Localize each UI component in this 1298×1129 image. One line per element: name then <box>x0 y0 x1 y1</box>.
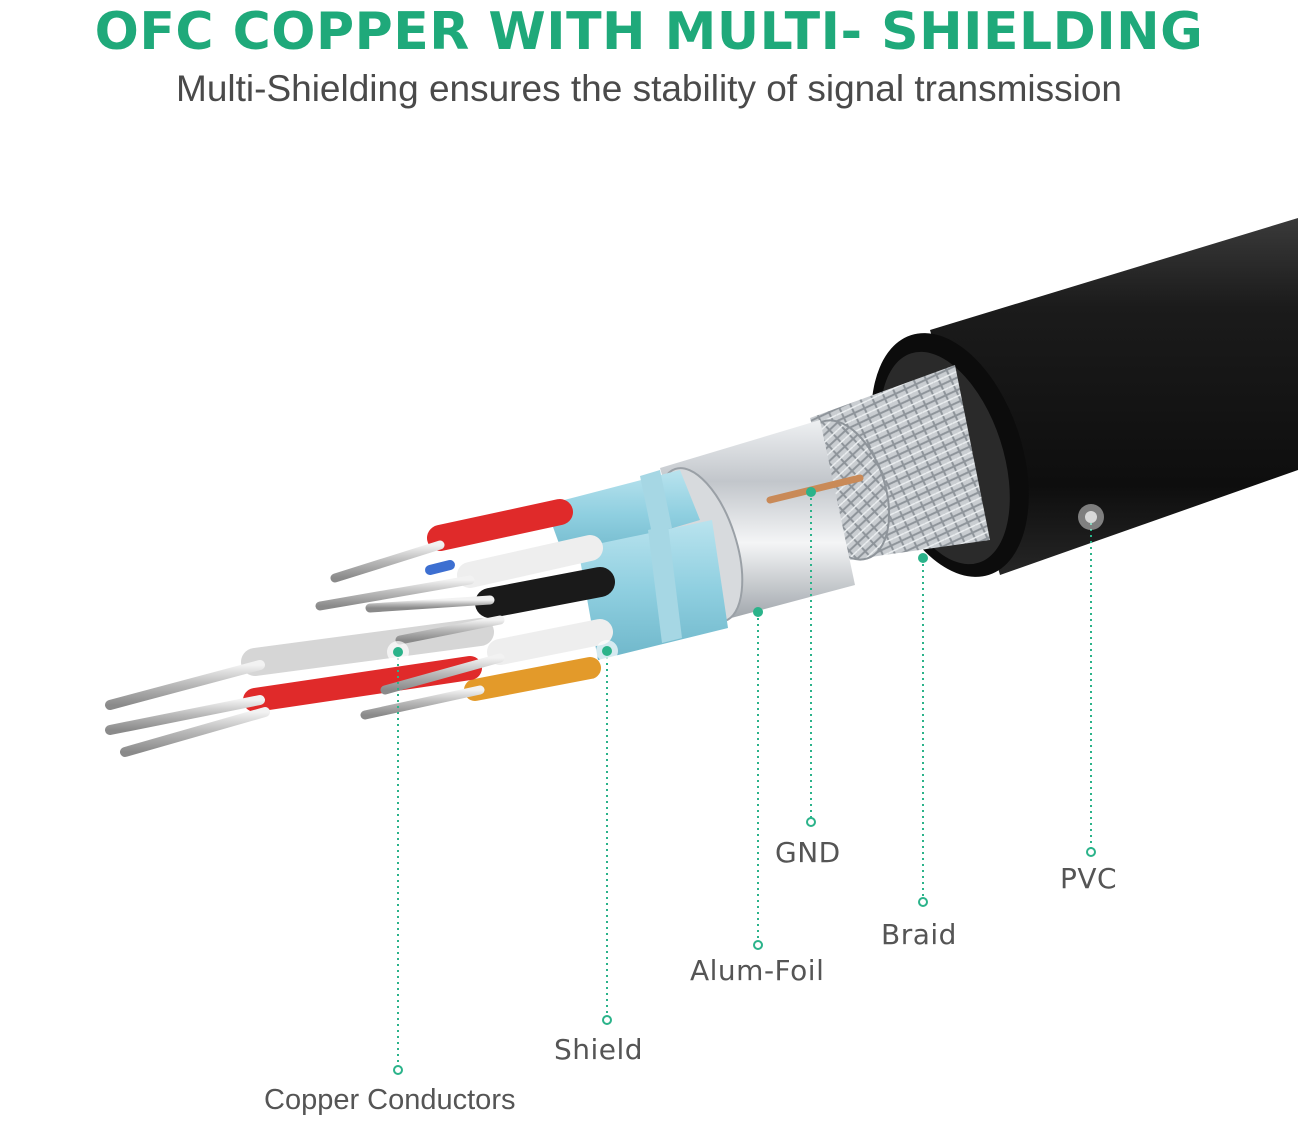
marker-alum-foil-top <box>753 607 763 617</box>
inner-conductors <box>105 499 615 757</box>
shield-layer <box>545 470 728 660</box>
page-title: OFC COPPER WITH MULTI- SHIELDING <box>94 2 1204 62</box>
page-subtitle: Multi-Shielding ensures the stability of… <box>176 68 1122 109</box>
label-copper-conductors: Copper Conductors <box>264 1084 516 1116</box>
leader-lines <box>397 492 1092 1070</box>
marker-braid-top <box>918 553 928 563</box>
label-alum-foil: Alum-Foil <box>690 954 825 987</box>
label-shield: Shield <box>554 1033 644 1066</box>
leader-markers <box>387 487 1104 1075</box>
label-gnd: GND <box>775 836 841 869</box>
label-pvc: PVC <box>1060 862 1118 895</box>
label-braid: Braid <box>881 918 957 951</box>
marker-gnd-top <box>806 487 816 497</box>
